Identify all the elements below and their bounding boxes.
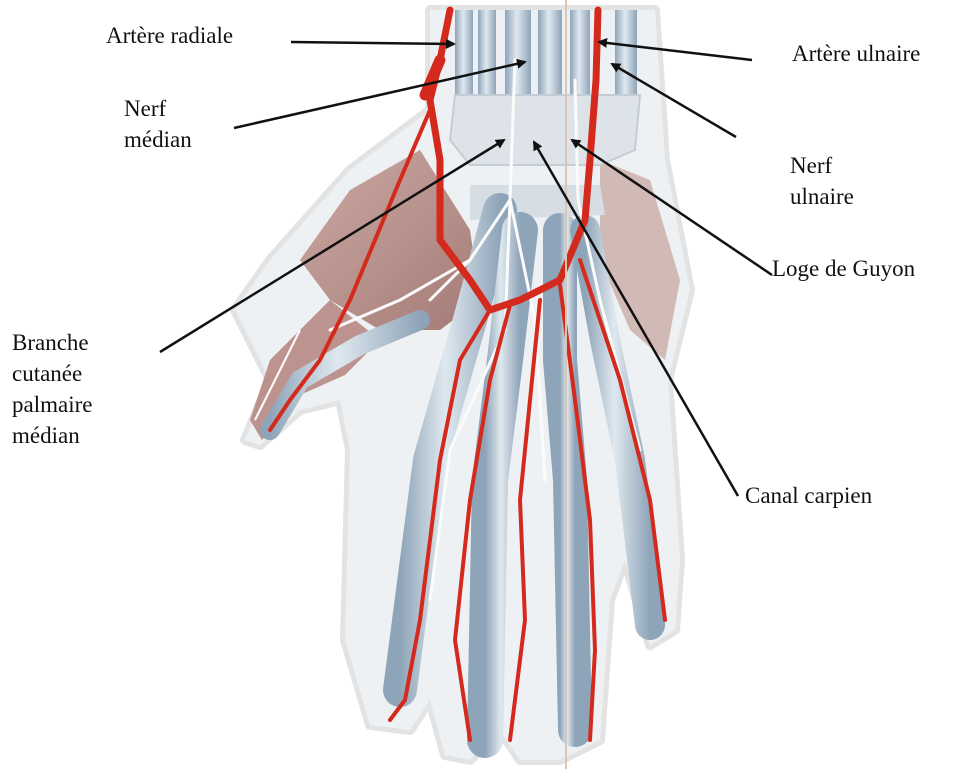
label-branche-line-4: médian (12, 420, 92, 451)
label-branche-cutanee-palmaire-median: Branche cutanée palmaire médian (12, 327, 92, 451)
label-nerf-ulnaire-line-2: ulnaire (790, 181, 854, 212)
label-loge-de-guyon: Loge de Guyon (772, 253, 915, 284)
label-nerf-ulnaire: Nerf ulnaire (790, 150, 854, 212)
label-nerf-ulnaire-line-1: Nerf (790, 150, 854, 181)
label-artere-radiale: Artère radiale (106, 20, 233, 51)
label-nerf-median: Nerf médian (124, 93, 192, 155)
label-branche-line-1: Branche (12, 327, 92, 358)
label-branche-line-3: palmaire (12, 389, 92, 420)
label-branche-line-2: cutanée (12, 358, 92, 389)
label-canal-carpien: Canal carpien (745, 480, 872, 511)
label-artere-ulnaire: Artère ulnaire (792, 38, 920, 69)
label-nerf-median-line-2: médian (124, 124, 192, 155)
label-nerf-median-line-1: Nerf (124, 93, 192, 124)
